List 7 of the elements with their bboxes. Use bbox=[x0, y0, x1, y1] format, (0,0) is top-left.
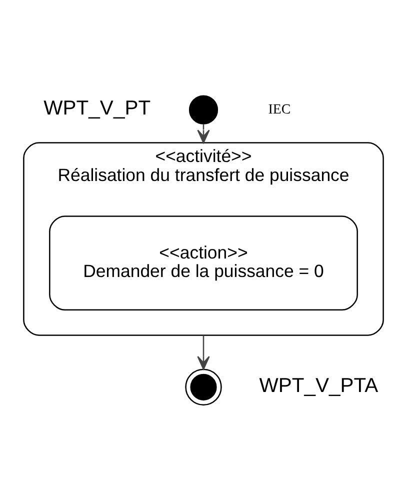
node-label: WPT_V_PT bbox=[44, 98, 151, 120]
node-box: <<action>> Demander de la puissance = 0 bbox=[49, 216, 358, 311]
node-circle bbox=[185, 368, 222, 406]
arrow bbox=[197, 335, 210, 370]
label: IEC bbox=[268, 102, 291, 118]
node-label: WPT_V_PTA bbox=[259, 374, 378, 397]
node-circle bbox=[188, 95, 218, 124]
